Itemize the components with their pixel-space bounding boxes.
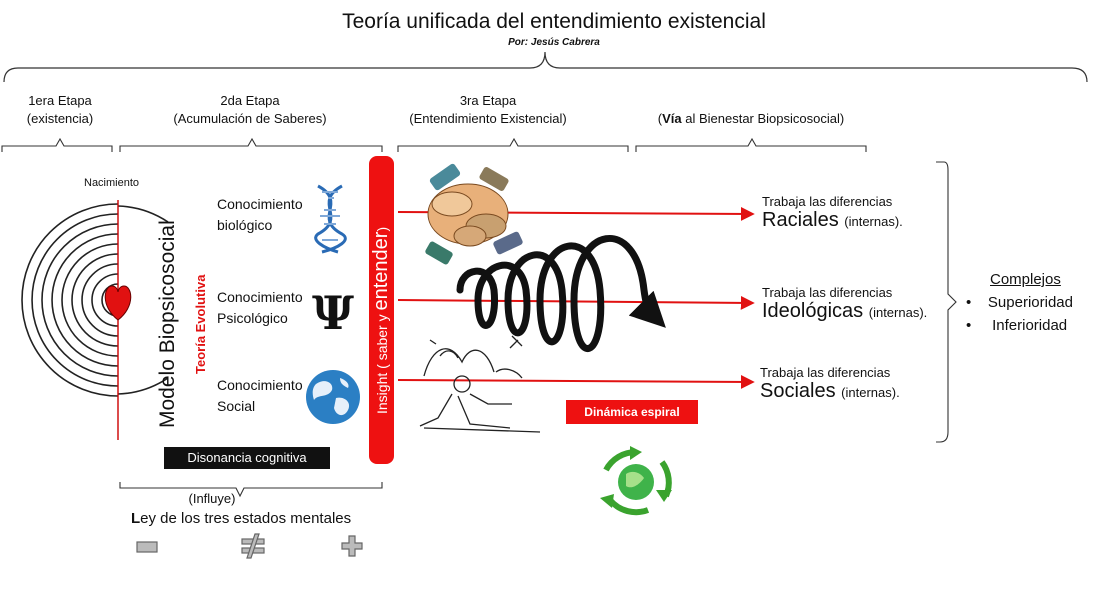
knowledge-psychological-line2: Psicológico xyxy=(217,310,288,326)
stage-3-name: 3ra Etapa xyxy=(459,93,517,108)
complex-item-inferiority-label: Inferioridad xyxy=(992,317,1068,334)
dna-icon xyxy=(314,184,347,254)
wave-arcs xyxy=(21,203,169,397)
knowledge-social-line1: Conocimiento xyxy=(217,377,303,393)
complex-item-superiority-label: Superioridad xyxy=(987,294,1073,311)
stage-4-heading: (Vía al Bienestar Biopsicosocial) xyxy=(657,111,845,126)
knowledge-biological: Conocimiento biológico xyxy=(217,194,303,236)
insight-middle: ( saber y xyxy=(374,310,390,369)
stage-4-name-bold: Vía xyxy=(662,111,682,126)
stage-4-name: al Bienestar Biopsicosocial xyxy=(681,111,840,126)
author-credit: Por: Jesús Cabrera xyxy=(508,37,600,48)
psi-icon: Ψ xyxy=(312,286,355,340)
recycle-globe-icon xyxy=(600,446,672,516)
knowledge-biological-line1: Conocimiento xyxy=(217,196,303,212)
difference-racial-suffix: (internas). xyxy=(844,214,903,229)
insight-prefix: Insight xyxy=(374,372,390,414)
knowledge-psychological: Conocimiento Psicológico xyxy=(217,287,303,329)
difference-social: Trabaja las diferencias Sociales (intern… xyxy=(760,365,900,403)
law-label: Ley de los tres estados mentales xyxy=(131,510,351,527)
difference-ideological-suffix: (internas). xyxy=(868,305,928,320)
difference-ideological-word: Ideológicas xyxy=(762,300,864,322)
knowledge-social-line2: Social xyxy=(217,398,256,414)
birth-label: Nacimiento xyxy=(84,177,140,189)
stage-1-heading: 1era Etapa (existencia) xyxy=(0,92,120,128)
thinker-sketch xyxy=(419,335,541,433)
spiral-dynamics-badge: Dinámica espiral xyxy=(566,400,698,424)
minus-icon xyxy=(136,541,158,553)
heart-icon xyxy=(104,285,132,321)
stage-2-heading: 2da Etapa (Acumulación de Saberes) xyxy=(150,92,350,128)
model-label: Modelo Biopsicosocial xyxy=(156,220,179,428)
difference-racial-word: Raciales xyxy=(762,209,839,231)
globe-icon xyxy=(306,370,360,424)
insight-big: entender xyxy=(370,231,392,311)
evolution-label: Teoría Evolutiva xyxy=(193,274,208,374)
stage-3-sub: (Entendimiento Existencial) xyxy=(409,111,567,126)
stage-3-heading: 3ra Etapa (Entendimiento Existencial) xyxy=(388,92,588,128)
knowledge-psychological-line1: Conocimiento xyxy=(217,289,303,305)
stage-1-name: 1era Etapa xyxy=(28,93,92,108)
insight-suffix: ) xyxy=(374,226,390,232)
difference-racial-line1: Trabaja las diferencias xyxy=(762,194,893,209)
difference-social-line1: Trabaja las diferencias xyxy=(760,365,891,380)
difference-social-suffix: (internas). xyxy=(841,385,900,400)
spiral-graphic xyxy=(456,234,666,352)
plus-icon xyxy=(341,535,363,557)
stage-1-sub: (existencia) xyxy=(26,111,94,126)
knowledge-biological-line2: biológico xyxy=(217,217,273,233)
hands-illustration xyxy=(425,163,523,265)
page-title: Teoría unificada del entendimiento exist… xyxy=(342,10,766,33)
law-rest: ey de los tres estados mentales xyxy=(140,510,352,527)
law-first-letter: L xyxy=(131,510,141,527)
knowledge-social: Conocimiento Social xyxy=(217,375,303,417)
dissonance-badge: Disonancia cognitiva xyxy=(164,447,330,469)
complex-item-inferiority: • Inferioridad xyxy=(966,317,1068,334)
complexes-title: Complejos xyxy=(990,271,1061,288)
stage-braces xyxy=(1,137,957,498)
influence-label: (Influye) xyxy=(188,491,236,506)
difference-social-word: Sociales xyxy=(760,380,836,402)
difference-ideological: Trabaja las diferencias Ideológicas (int… xyxy=(762,285,927,323)
stage-2-name: 2da Etapa xyxy=(220,93,280,108)
insight-label: Insight ( saber y entender) xyxy=(370,227,393,414)
top-brace xyxy=(3,51,1088,83)
difference-ideological-line1: Trabaja las diferencias xyxy=(762,285,893,300)
insight-bar xyxy=(369,156,394,464)
not-equal-icon xyxy=(241,533,265,559)
stage-2-sub: (Acumulación de Saberes) xyxy=(173,111,327,126)
complex-item-superiority: • Superioridad xyxy=(966,294,1073,311)
difference-racial: Trabaja las diferencias Raciales (intern… xyxy=(762,194,903,232)
